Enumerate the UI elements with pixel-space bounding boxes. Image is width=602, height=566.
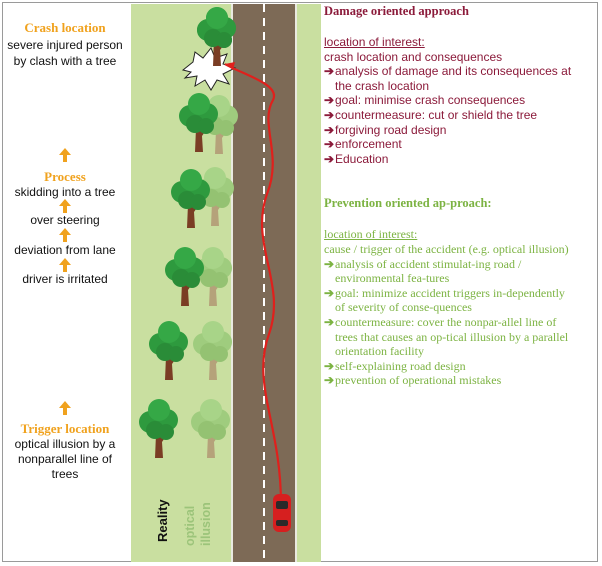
prevention-approach-title: Prevention oriented ap-proach: [324, 196, 492, 211]
right-column: Damage oriented approach location of int… [324, 4, 596, 388]
faded-tree-icon [193, 321, 232, 380]
prevention-bullet: ➔analysis of accident stimulat-ing road … [324, 256, 522, 286]
road-scene: Reality optical illusion [131, 4, 321, 562]
tree-icon [139, 399, 178, 458]
prevention-interest-label: location of interest: [324, 227, 418, 242]
process-step-irritated: driver is irritated [22, 272, 108, 286]
arrow-right-icon: ➔ [324, 137, 335, 152]
damage-bullet: ➔forgiving road design [324, 122, 447, 137]
arrow-right-icon: ➔ [324, 285, 335, 300]
path-arrowhead-icon [225, 62, 235, 70]
road-edge-left [231, 4, 233, 562]
damage-approach-title: Damage oriented approach [324, 4, 469, 18]
process-step-oversteering: over steering [30, 213, 100, 227]
prevention-bullet: ➔self-explaining road design [324, 358, 466, 373]
arrow-up-icon [59, 199, 71, 213]
faded-tree-icon [191, 399, 230, 458]
optical-label: optical [183, 505, 197, 546]
damage-bullet: ➔Education [324, 151, 389, 166]
crash-burst-icon [181, 47, 237, 91]
prevention-interest-value: cause / trigger of the accident (e.g. op… [324, 241, 569, 256]
process-step-skidding: skidding into a tree [14, 185, 116, 199]
damage-bullet: ➔analysis of damage and its consequences… [324, 64, 572, 93]
damage-bullet: ➔enforcement [324, 137, 402, 152]
damage-bullet: ➔goal: minimise crash consequences [324, 93, 526, 108]
tree-icon [197, 7, 236, 66]
prevention-bullet: ➔prevention of operational mistakes [324, 373, 502, 388]
arrow-right-icon: ➔ [324, 358, 335, 373]
left-column: Crash location severe injured person by … [0, 0, 130, 566]
trigger-location-title: Trigger location [20, 421, 110, 436]
arrow-up-icon [59, 258, 71, 272]
arrow-right-icon: ➔ [324, 64, 335, 79]
prevention-bullet: ➔countermeasure: cover the nonpar-allel … [324, 314, 569, 359]
arrow-up-icon [59, 148, 71, 162]
damage-interest-label: location of interest: [324, 35, 425, 49]
tree-icon [165, 247, 204, 306]
crash-location-title: Crash location [24, 20, 106, 35]
illusion-label: illusion [199, 502, 213, 546]
road-centerline [263, 4, 265, 562]
process-title: Process [44, 169, 86, 184]
trigger-desc-line-2: nonparallel line of [17, 452, 113, 466]
arrow-right-icon: ➔ [324, 314, 335, 329]
arrow-up-icon [59, 228, 71, 242]
crash-desc-line-1: severe injured person [7, 38, 123, 52]
arrow-right-icon: ➔ [324, 373, 335, 388]
reality-label: Reality [155, 499, 170, 542]
arrow-right-icon: ➔ [324, 151, 335, 166]
prevention-bullet: ➔goal: minimize accident triggers in-dep… [324, 285, 565, 315]
arrow-right-icon: ➔ [324, 256, 335, 271]
damage-bullet: ➔countermeasure: cut or shield the tree [324, 107, 538, 122]
scene-drawing [139, 7, 291, 532]
vehicle-path [224, 63, 283, 505]
road-edge-right [295, 4, 297, 562]
damage-interest-value: crash location and consequences [324, 49, 503, 64]
arrow-right-icon: ➔ [324, 93, 335, 108]
arrow-right-icon: ➔ [324, 122, 335, 137]
tree-icon [149, 321, 188, 380]
car-icon [273, 494, 291, 532]
process-step-deviation: deviation from lane [14, 243, 116, 257]
arrow-up-icon [59, 401, 71, 415]
arrow-right-icon: ➔ [324, 107, 335, 122]
trigger-desc-line-1: optical illusion by a [14, 437, 116, 451]
crash-desc-line-2: by clash with a tree [13, 54, 117, 68]
trigger-desc-line-3: trees [51, 467, 79, 481]
